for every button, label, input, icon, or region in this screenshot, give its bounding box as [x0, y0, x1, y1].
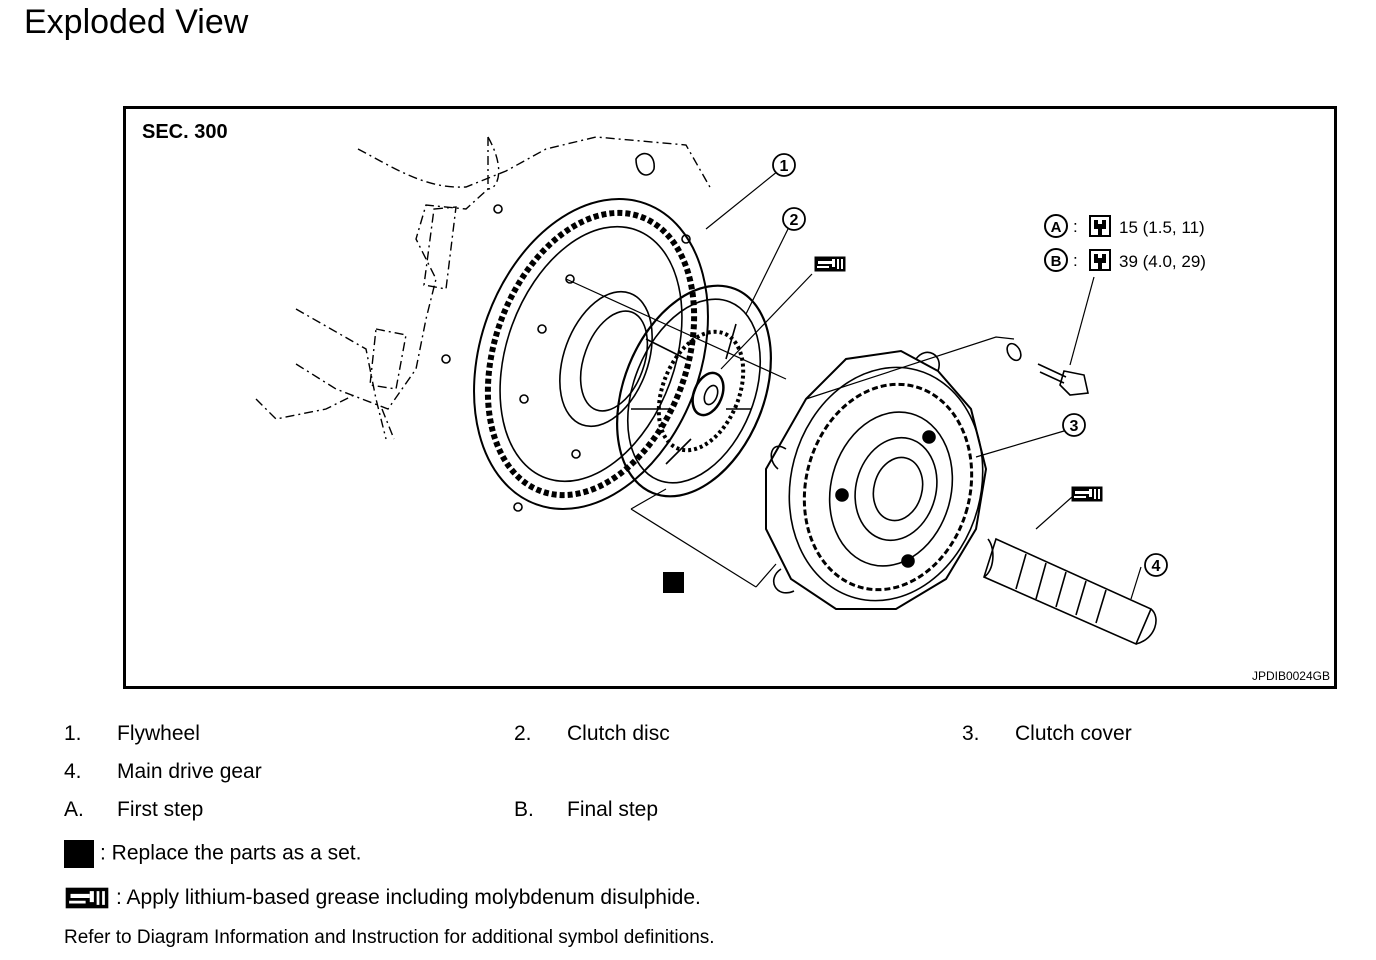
reference-note: Refer to Diagram Information and Instruc… — [64, 927, 715, 948]
callout-2 — [782, 207, 806, 231]
legend-text: Clutch cover — [1015, 722, 1132, 745]
callout-1 — [772, 153, 796, 177]
legend-text: Final step — [567, 798, 659, 821]
legend-num: B. — [514, 798, 534, 821]
leader-lines — [565, 170, 1142, 600]
grease-icon — [65, 888, 109, 909]
section-label: SEC. 300 — [142, 121, 228, 143]
torque-wrench-icon — [1089, 249, 1111, 271]
clutch-disc-drawing — [616, 284, 772, 498]
legend-num: 2. — [514, 722, 532, 745]
callout-1-label: 1 — [780, 158, 789, 175]
grease-icon — [814, 256, 846, 272]
torque-letter-a: A — [1051, 219, 1062, 236]
legend-num: 4. — [64, 760, 82, 783]
callout-4 — [1144, 553, 1168, 577]
torque-letter-b: B — [1051, 253, 1062, 270]
figure-code: JPDIB0024GB — [1251, 669, 1330, 683]
callout-3 — [1062, 413, 1086, 437]
note-replace-set: : Replace the parts as a set. — [64, 840, 361, 868]
main-drive-gear-drawing — [983, 537, 1157, 646]
page-title: Exploded View — [24, 3, 249, 41]
torque-value-b: 39 (4.0, 29) — [1119, 252, 1206, 271]
legend-num: A. — [64, 798, 84, 821]
diagram-frame: 1 2 3 4 A : 15 (1.5, 11) B : 39 (4.0, 29… — [123, 106, 1337, 689]
clutch-cover-drawing — [765, 349, 988, 610]
torque-value-a: 15 (1.5, 11) — [1119, 218, 1205, 237]
torque-colon-a: : — [1073, 217, 1078, 236]
torque-wrench-icon — [1089, 215, 1111, 237]
callout-3-label: 3 — [1070, 418, 1079, 435]
flywheel-drawing — [441, 152, 709, 512]
replace-set-icon — [64, 840, 94, 868]
exploded-diagram: 1 2 3 4 A : 15 (1.5, 11) B : 39 (4.0, 29… — [255, 136, 1206, 646]
torque-spec-b: B : 39 (4.0, 29) — [1044, 248, 1206, 272]
legend-text: First step — [117, 798, 204, 821]
legend-text: Main drive gear — [117, 760, 262, 783]
callout-circles — [772, 153, 1168, 577]
note-text: : Apply lithium-based grease including m… — [116, 886, 701, 909]
legend-num: 3. — [962, 722, 980, 745]
replace-set-icon — [663, 572, 684, 593]
note-text: : Replace the parts as a set. — [100, 841, 362, 865]
grease-icon — [1071, 486, 1103, 502]
legend-text: Clutch disc — [567, 722, 670, 745]
callout-4-label: 4 — [1152, 558, 1161, 575]
legend-text: Flywheel — [117, 722, 200, 745]
torque-spec-a: A : 15 (1.5, 11) — [1044, 214, 1205, 238]
note-grease: : Apply lithium-based grease including m… — [64, 885, 701, 911]
callout-2-label: 2 — [790, 212, 799, 229]
engine-block — [255, 136, 712, 440]
torque-colon-b: : — [1073, 251, 1078, 270]
legend-num: 1. — [64, 722, 82, 745]
bolt-drawing — [1006, 342, 1089, 396]
